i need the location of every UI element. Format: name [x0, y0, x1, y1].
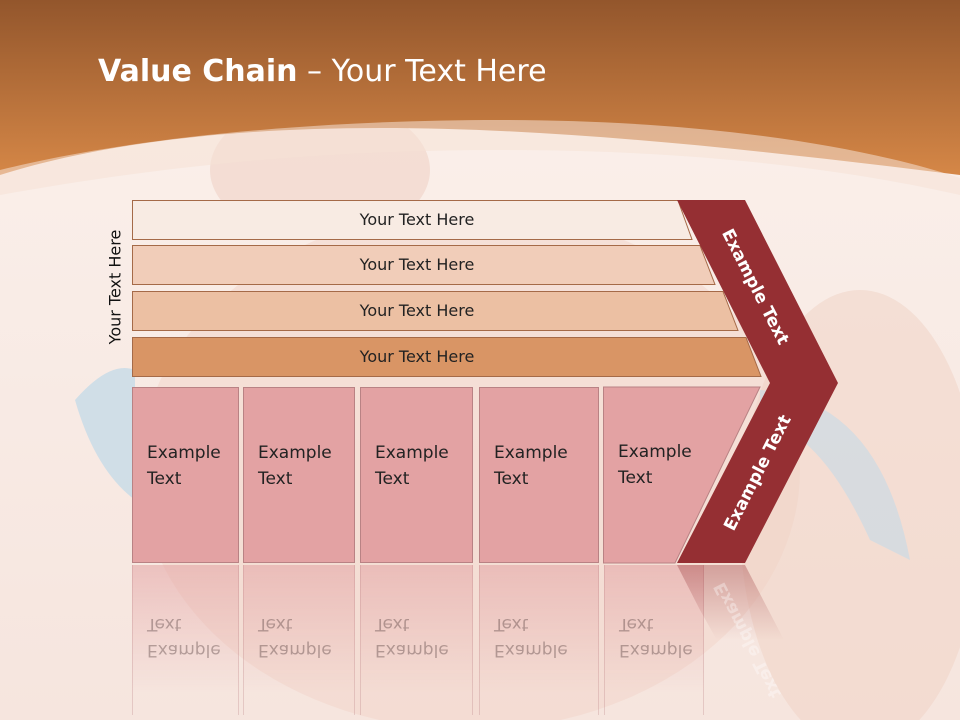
slide-title: Value Chain – Your Text Here — [98, 54, 547, 89]
bar-label: Your Text Here — [359, 301, 475, 320]
chevron-reflection — [677, 565, 810, 690]
bar-shape — [132, 245, 716, 285]
bar-shape — [132, 291, 739, 331]
title-bold: Value Chain — [98, 54, 298, 89]
bar-shape — [132, 200, 693, 240]
bar-shape — [132, 337, 762, 377]
bar-label: Your Text Here — [359, 347, 475, 366]
bar-label: Your Text Here — [359, 210, 475, 229]
title-rest: – Your Text Here — [297, 54, 547, 89]
primary-box-5-shape — [603, 386, 761, 564]
bar-label: Your Text Here — [359, 255, 475, 274]
chevron-shape — [677, 200, 838, 563]
